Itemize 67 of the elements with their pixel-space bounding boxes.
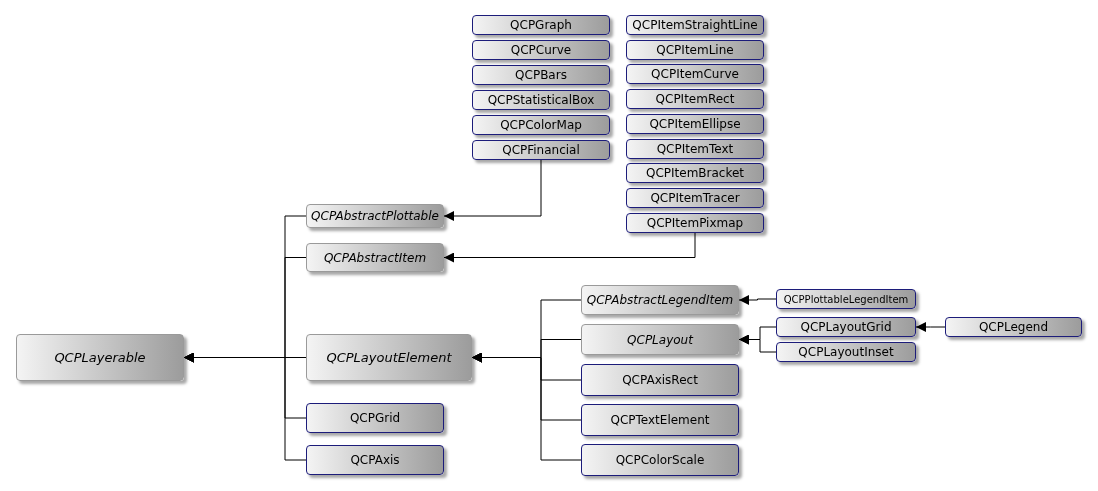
class-box bbox=[16, 334, 184, 381]
class-box bbox=[306, 334, 472, 381]
class-name: QCPFinancial bbox=[502, 143, 580, 157]
class-name: QCPLayoutElement bbox=[326, 350, 452, 365]
class-box bbox=[581, 404, 739, 436]
class-box bbox=[626, 15, 764, 35]
class-box bbox=[581, 285, 739, 315]
class-name: QCPItemTracer bbox=[650, 190, 740, 205]
class-box bbox=[626, 163, 764, 184]
class-box bbox=[472, 15, 610, 35]
class-name: QCPAbstractPlottable bbox=[311, 209, 439, 223]
class-box bbox=[472, 65, 610, 85]
inheritance-arrow bbox=[915, 322, 946, 332]
class-name: QCPColorMap bbox=[500, 118, 582, 132]
class-name: QCPAxis bbox=[350, 453, 400, 467]
class-name: QCPItemLine bbox=[656, 42, 734, 57]
inheritance-arrow bbox=[443, 159, 542, 221]
class-name: QCPPlottableLegendItem bbox=[783, 293, 909, 305]
class-box bbox=[626, 113, 764, 134]
class-name: QCPStatisticalBox bbox=[487, 93, 595, 107]
class-box bbox=[626, 212, 764, 233]
class-box bbox=[776, 317, 916, 337]
class-name: QCPColorScale bbox=[615, 453, 705, 467]
class-name: QCPGrid bbox=[349, 411, 401, 425]
class-box bbox=[472, 40, 610, 60]
class-name: QCPItemEllipse bbox=[649, 116, 741, 131]
class-box bbox=[776, 289, 916, 309]
class-box bbox=[581, 364, 739, 396]
class-name: QCPItemCurve bbox=[651, 67, 739, 82]
class-box bbox=[472, 90, 610, 110]
inheritance-arrow bbox=[738, 295, 777, 305]
class-box bbox=[306, 445, 444, 475]
class-name: QCPBars bbox=[515, 68, 567, 82]
class-box bbox=[626, 187, 764, 208]
class-name: QCPLayerable bbox=[54, 350, 146, 365]
class-name: QCPLayout bbox=[627, 332, 693, 347]
class-box bbox=[626, 64, 764, 85]
class-name: QCPItemBracket bbox=[645, 166, 745, 181]
class-box bbox=[306, 204, 444, 228]
class-name: QCPItemStraightLine bbox=[632, 18, 758, 32]
inheritance-arrow bbox=[738, 334, 777, 353]
class-box bbox=[776, 342, 916, 362]
class-name: QCPItemPixmap bbox=[646, 215, 744, 230]
class-name: QCPCurve bbox=[510, 43, 572, 57]
class-name: QCPTextElement bbox=[610, 413, 710, 427]
class-name: QCPAxisRect bbox=[622, 373, 698, 387]
inheritance-arrow bbox=[471, 352, 582, 461]
class-box bbox=[626, 138, 764, 159]
class-name: QCPLayoutGrid bbox=[800, 320, 892, 334]
class-box bbox=[581, 324, 739, 355]
class-box bbox=[581, 444, 739, 476]
class-name: QCPAbstractItem bbox=[323, 250, 427, 265]
class-name: QCPGraph bbox=[510, 18, 572, 32]
class-box bbox=[306, 243, 444, 272]
class-name: QCPLegend bbox=[978, 320, 1049, 334]
class-box bbox=[626, 89, 764, 110]
class-box bbox=[472, 140, 610, 160]
class-box bbox=[945, 317, 1082, 337]
inheritance-arrow bbox=[183, 352, 307, 461]
class-box bbox=[626, 39, 764, 60]
class-name: QCPLayoutInset bbox=[798, 345, 894, 359]
inheritance-arrow bbox=[443, 232, 696, 263]
class-box bbox=[472, 115, 610, 135]
class-name: QCPItemText bbox=[656, 141, 734, 156]
class-box bbox=[306, 403, 444, 433]
class-name: QCPAbstractLegendItem bbox=[586, 293, 734, 307]
class-name: QCPItemRect bbox=[655, 92, 735, 107]
